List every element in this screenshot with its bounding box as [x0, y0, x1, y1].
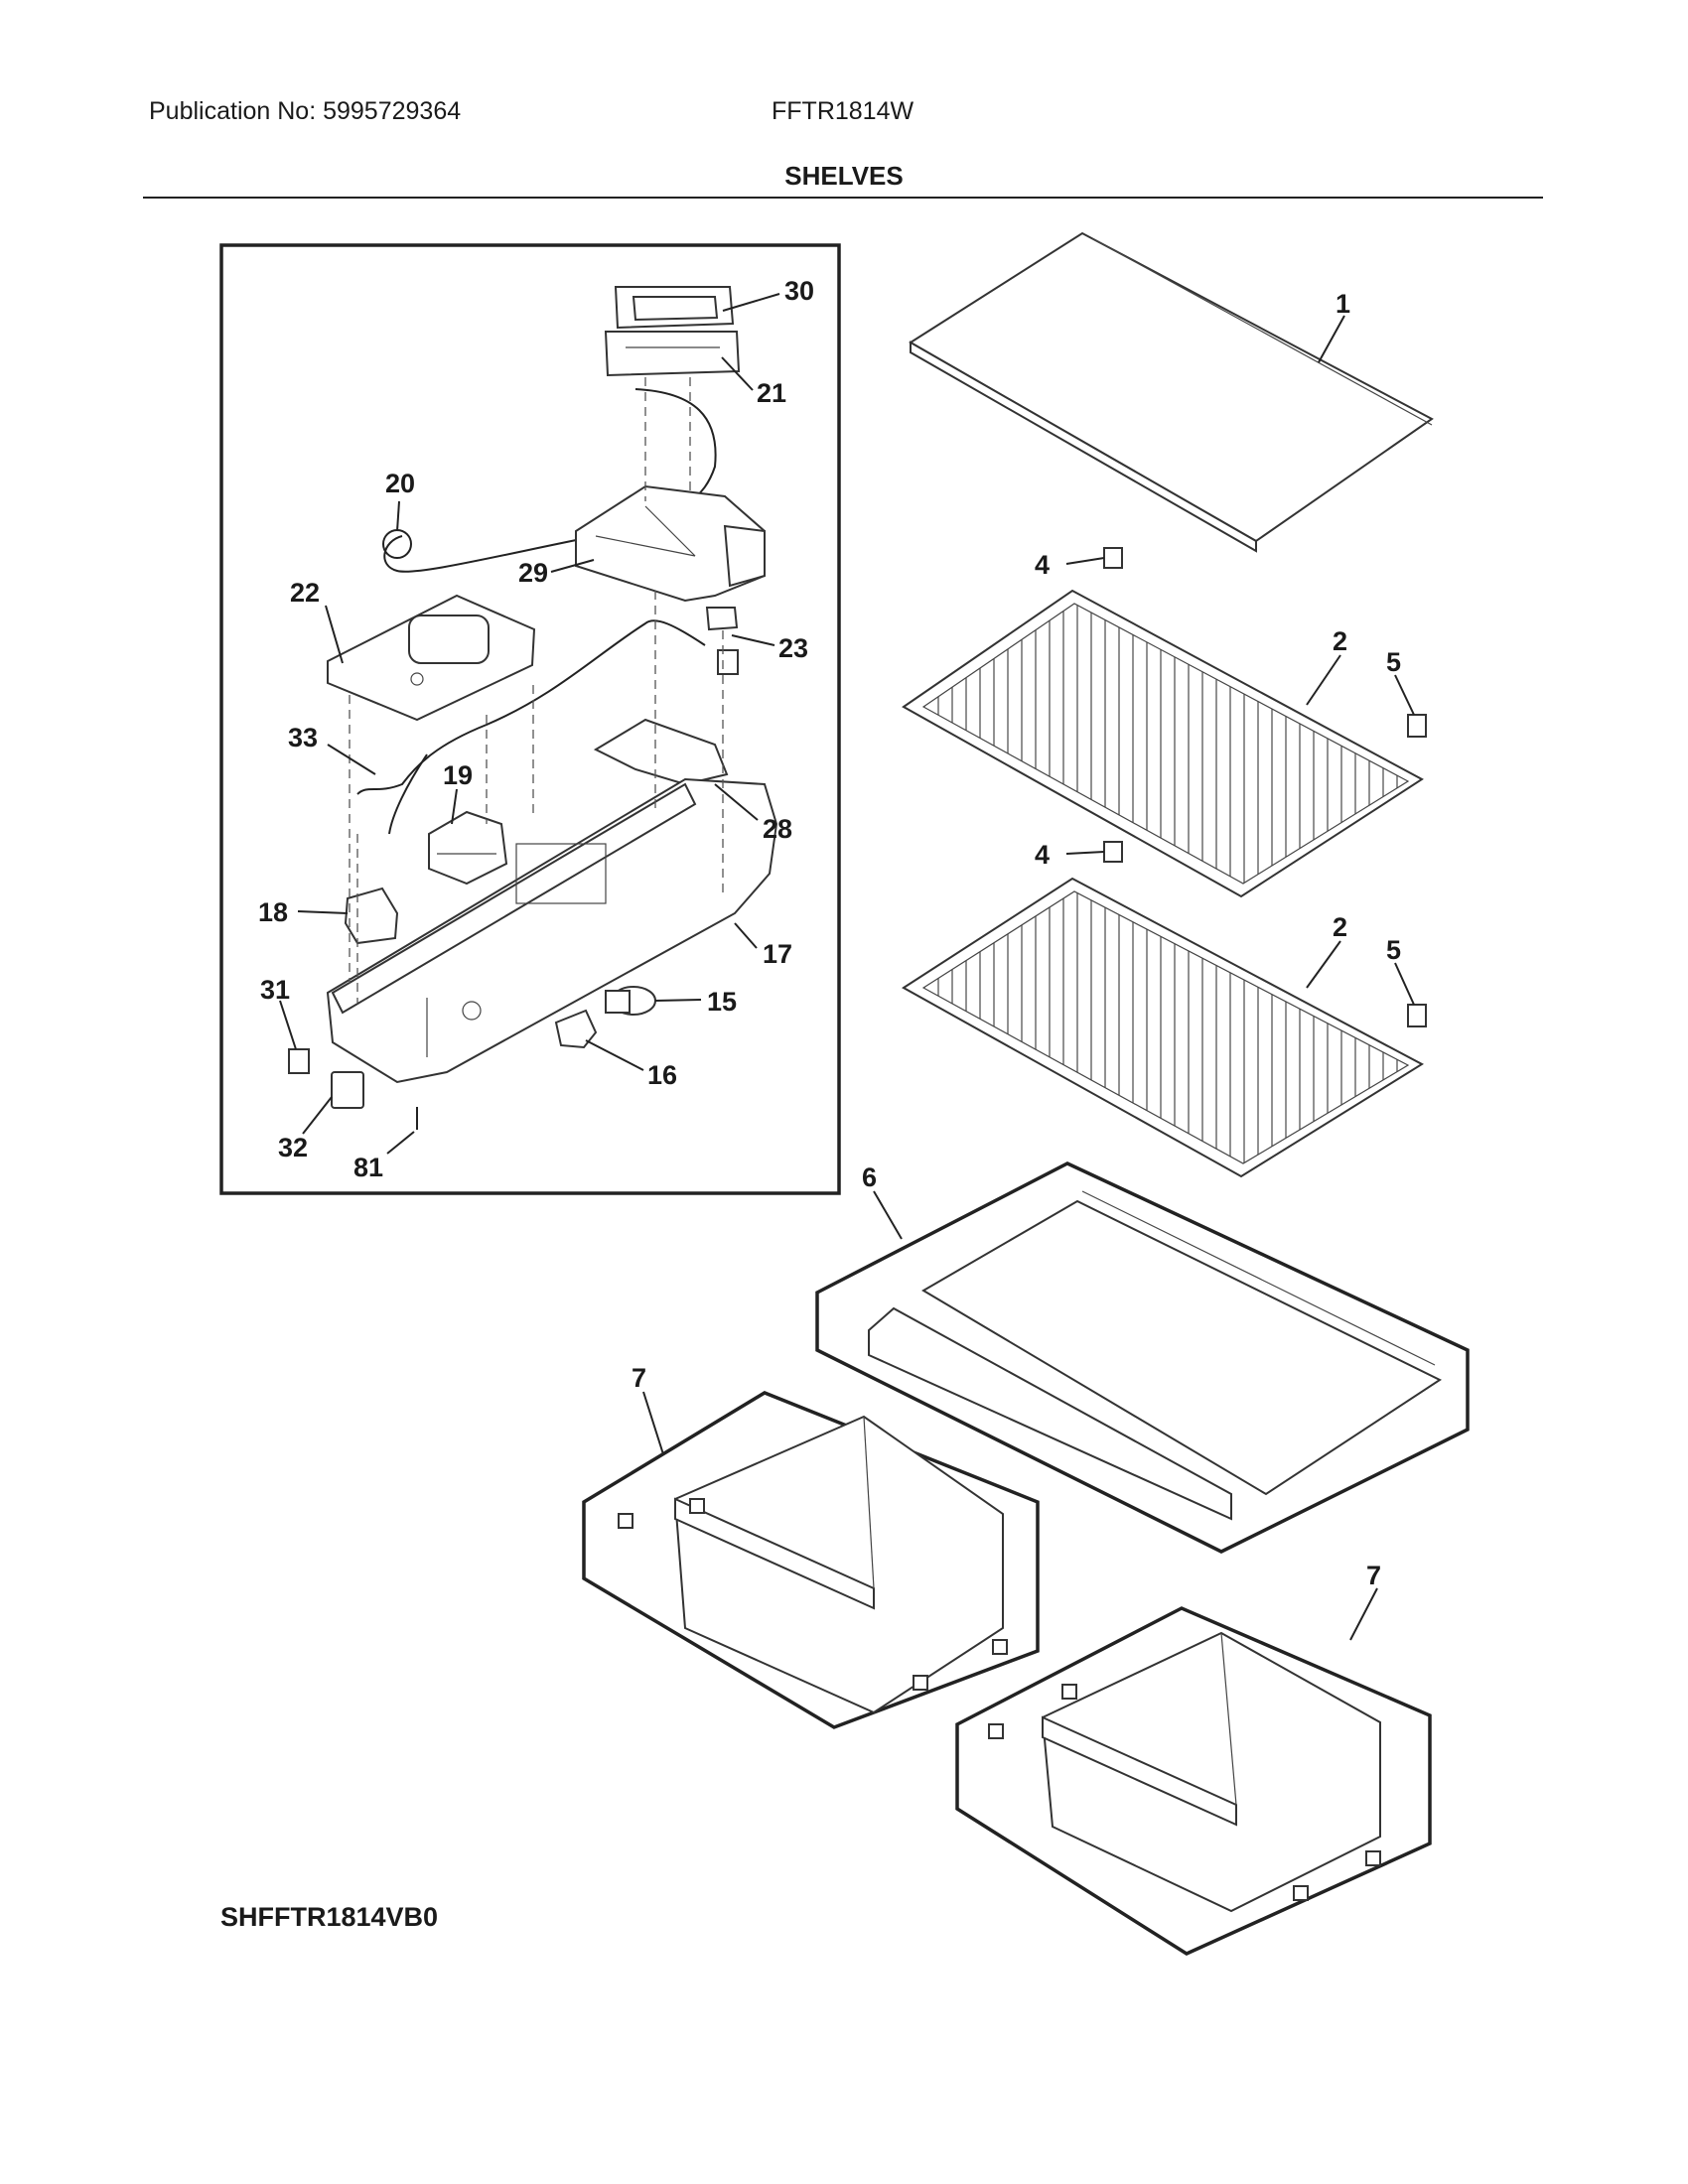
harness-connector	[717, 649, 739, 675]
part-30-gasket	[614, 286, 735, 330]
part-1-glass-shelf	[909, 231, 1434, 553]
label-81: 81	[353, 1153, 383, 1182]
publication-number: Publication No: 5995729364	[149, 97, 462, 125]
label-7-left: 7	[632, 1363, 646, 1393]
label-16: 16	[647, 1060, 677, 1090]
label-28: 28	[763, 814, 792, 844]
label-21: 21	[757, 378, 786, 408]
label-15: 15	[707, 987, 737, 1017]
part-18-switch	[344, 887, 399, 945]
part-16-socket	[554, 1009, 598, 1049]
part-29-housing	[575, 484, 766, 603]
control-assembly-frame	[219, 243, 841, 1195]
label-18: 18	[258, 897, 288, 927]
part-5-clip-upper	[1407, 714, 1427, 738]
label-33: 33	[288, 723, 318, 752]
part-6-frame	[815, 1161, 1470, 1554]
alignment-lines	[349, 377, 724, 1003]
model-number: FFTR1814W	[772, 97, 914, 125]
part-19-motor	[428, 810, 508, 886]
part-32-knob	[331, 1071, 364, 1109]
part-15-bulb	[605, 986, 656, 1016]
label-5-lower: 5	[1386, 935, 1401, 965]
section-title: SHELVES	[784, 161, 904, 191]
part-7-frame-right	[955, 1606, 1432, 1956]
label-7-right: 7	[1366, 1561, 1381, 1590]
part-31-knob	[288, 1048, 310, 1074]
part-5-clip-lower	[1407, 1004, 1427, 1027]
label-23: 23	[778, 633, 808, 663]
part-22-cover	[327, 594, 536, 722]
label-4-upper: 4	[1035, 550, 1050, 580]
part-7-frame-left	[582, 1391, 1040, 1729]
part-23-tab	[705, 607, 739, 631]
label-30: 30	[784, 276, 814, 306]
label-20: 20	[385, 469, 415, 498]
part-7-crisper-right	[988, 1631, 1381, 1913]
label-1: 1	[1336, 289, 1350, 319]
label-6: 6	[862, 1162, 877, 1192]
part-4-clip-lower	[1103, 841, 1123, 863]
label-19: 19	[443, 760, 473, 790]
part-4-clip-upper	[1103, 547, 1123, 569]
drawing-code: SHFFTR1814VB0	[220, 1902, 439, 1932]
header-rule	[143, 197, 1543, 199]
label-32: 32	[278, 1133, 308, 1162]
label-5-upper: 5	[1386, 647, 1401, 677]
part-2-wire-shelf-upper	[902, 589, 1424, 898]
label-22: 22	[290, 578, 320, 608]
leader-lines-right	[642, 315, 1415, 1641]
part-6-crisper-cover	[868, 1190, 1443, 1521]
part-33-harness	[356, 619, 706, 795]
part-7-crisper-left	[618, 1415, 1008, 1714]
part-2-wire-shelf-lower	[902, 877, 1425, 1178]
label-31: 31	[260, 975, 290, 1005]
part-number-labels: 30 21 20 29 22 23 33 19 28 18 17 15 31 1…	[258, 276, 1401, 1590]
part-21-plate	[604, 331, 741, 377]
part-17-main-housing	[326, 777, 778, 1084]
label-29: 29	[518, 558, 548, 588]
label-2-lower: 2	[1333, 912, 1347, 942]
label-4-lower: 4	[1035, 840, 1050, 870]
label-2-upper: 2	[1333, 626, 1347, 656]
leader-lines-left	[279, 293, 780, 1155]
part-28-duct	[593, 718, 729, 786]
label-17: 17	[763, 939, 792, 969]
